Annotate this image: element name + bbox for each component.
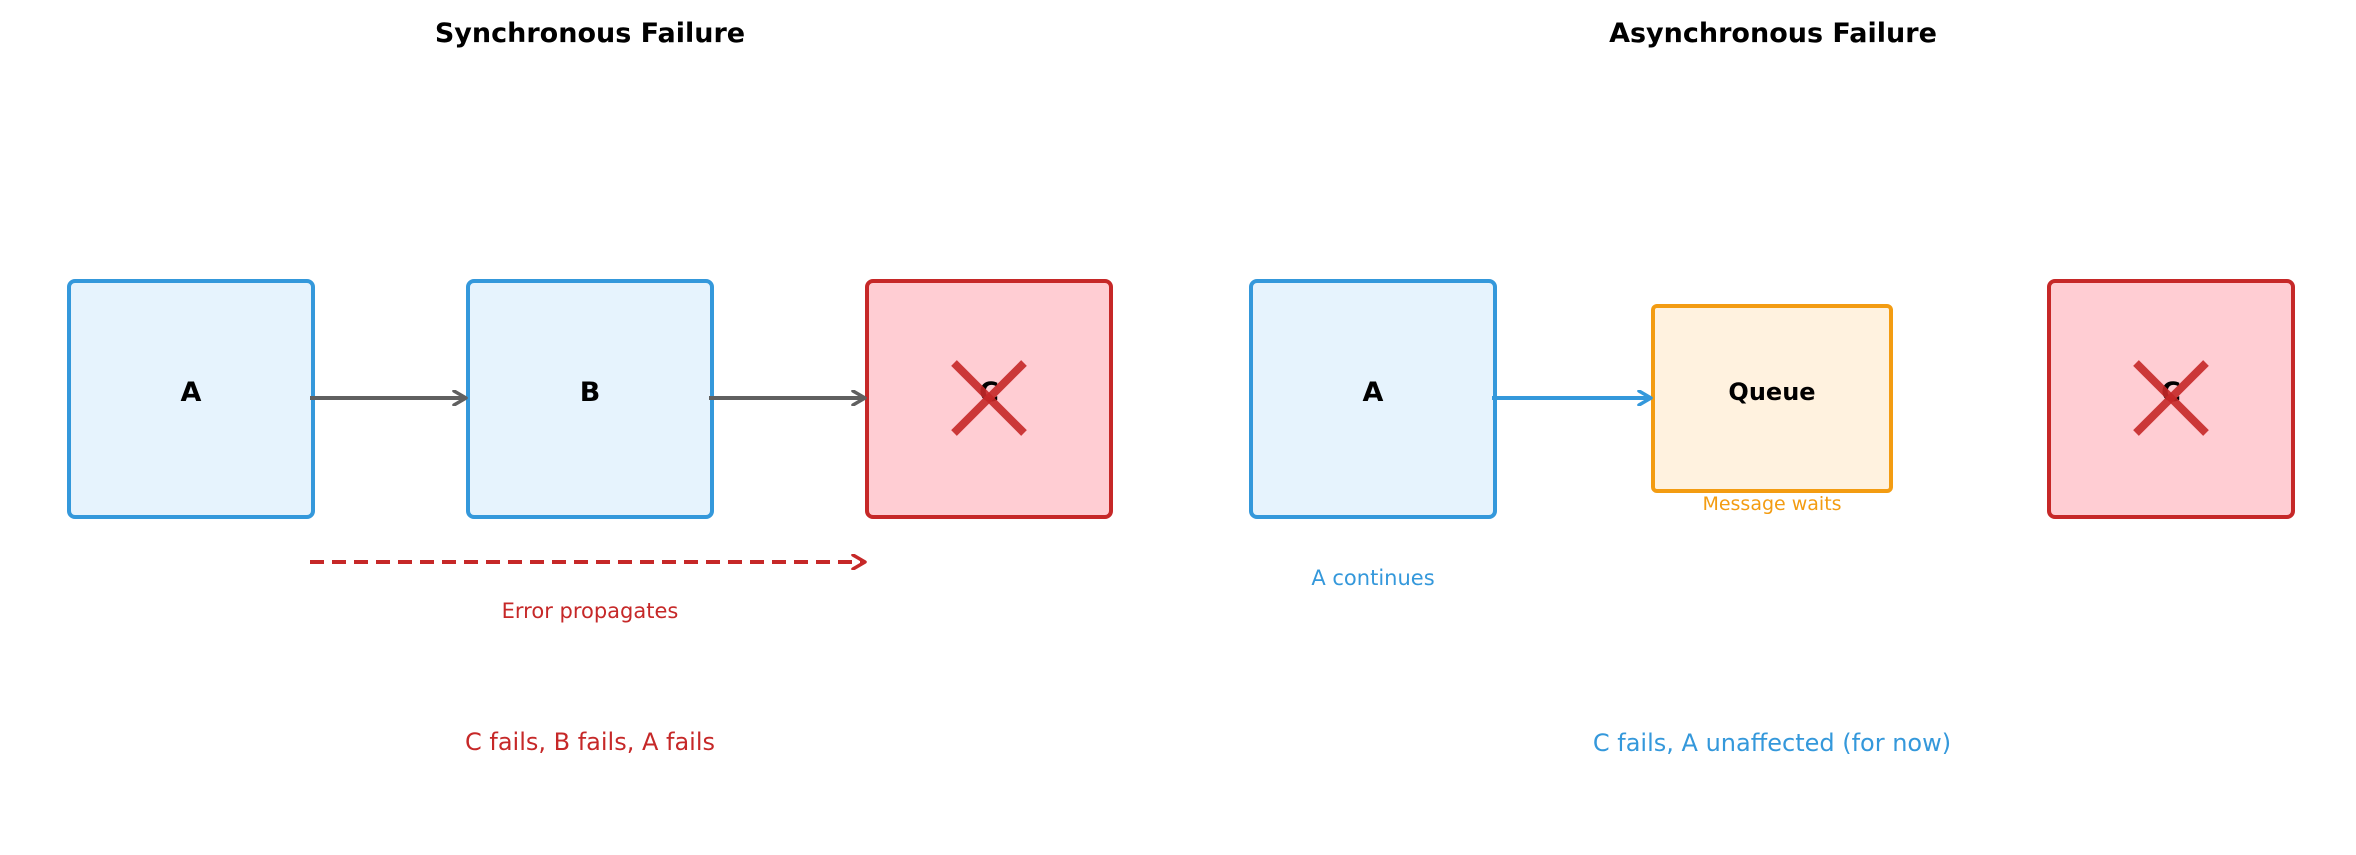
sync-node-c: C (865, 279, 1113, 519)
sync-node-a-label: A (181, 377, 202, 408)
sync-failure-x-icon (951, 360, 1027, 436)
async-node-a: A (1249, 279, 1497, 519)
async-a-note: A continues (1311, 566, 1434, 590)
async-summary: C fails, A unaffected (for now) (1593, 729, 1951, 757)
sync-title: Synchronous Failure (435, 18, 745, 49)
async-failure-x-icon (2133, 360, 2209, 436)
async-title: Asynchronous Failure (1609, 18, 1937, 49)
async-node-c: C (2047, 279, 2295, 519)
async-node-a-label: A (1363, 377, 1384, 408)
async-queue: Queue (1651, 304, 1893, 493)
async-queue-box (1651, 304, 1893, 493)
async-queue-note: Message waits (1702, 493, 1841, 515)
sync-node-a: A (67, 279, 315, 519)
sync-error-label: Error propagates (502, 599, 679, 623)
sync-panel: Synchronous Failure A B C Error propagat… (67, 18, 1113, 756)
async-queue-label: Queue (1728, 378, 1815, 406)
async-panel: Asynchronous Failure A A continues Queue… (1249, 18, 2295, 757)
sync-summary: C fails, B fails, A fails (465, 728, 715, 756)
sync-node-b: B (466, 279, 714, 519)
sync-node-b-label: B (580, 377, 601, 408)
